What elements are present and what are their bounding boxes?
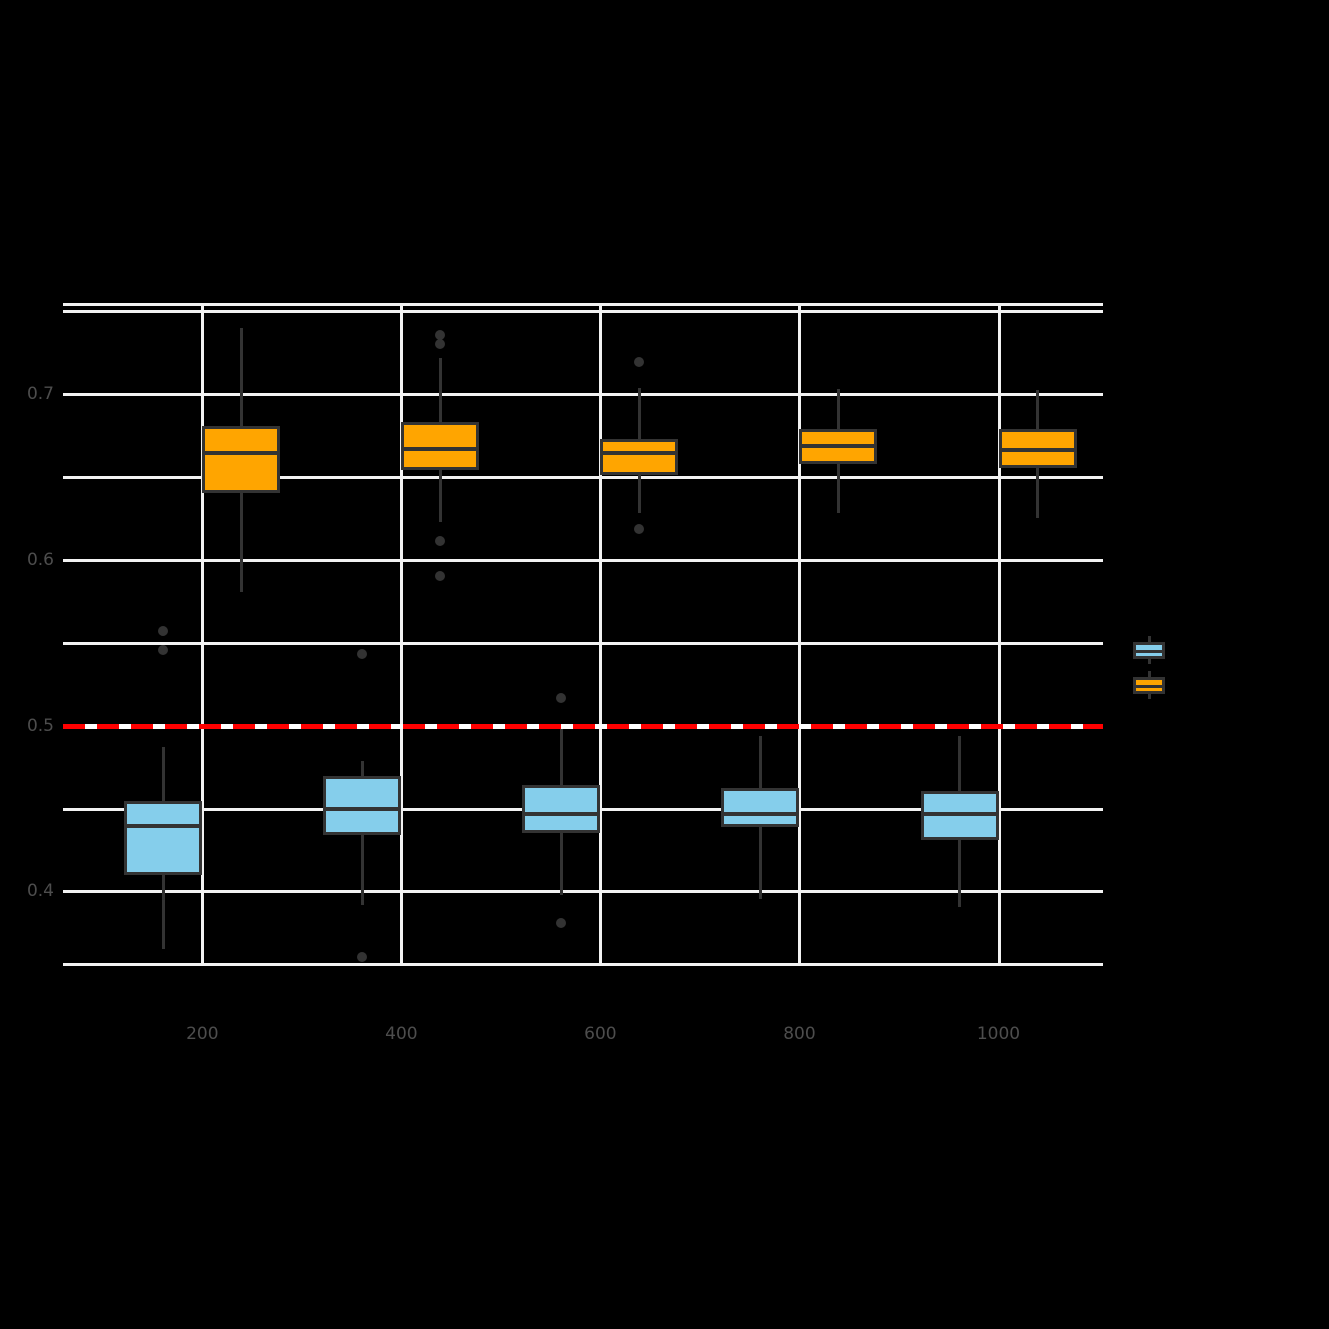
x-tick-label-400: 400 bbox=[385, 1024, 418, 1044]
y-tick-label-0.5: 0.5 bbox=[26, 715, 54, 736]
median-line bbox=[721, 811, 800, 816]
x-tick-label-200: 200 bbox=[186, 1024, 219, 1044]
box-series-orange-600 bbox=[600, 438, 679, 475]
y-tick-label-0.7: 0.7 bbox=[26, 384, 54, 405]
plot-bottom-border bbox=[63, 963, 1103, 966]
outlier-point bbox=[158, 645, 169, 656]
outlier-point bbox=[435, 339, 446, 350]
median-line bbox=[998, 447, 1077, 452]
median-line bbox=[522, 812, 601, 817]
gridline-x-400 bbox=[400, 303, 404, 966]
gridline-x-600 bbox=[599, 303, 603, 966]
gridline-x-800 bbox=[798, 303, 802, 966]
gridline-y-0.6 bbox=[63, 558, 1103, 562]
median-line bbox=[799, 443, 878, 448]
y-tick-label-0.6: 0.6 bbox=[26, 549, 54, 570]
plot-top-border bbox=[63, 303, 1103, 306]
y-tick-label-0.4: 0.4 bbox=[26, 881, 54, 902]
outlier-point bbox=[556, 917, 567, 928]
gridline-y-0.75 bbox=[63, 310, 1103, 314]
median-line bbox=[124, 823, 203, 828]
median-line bbox=[600, 451, 679, 455]
legend[interactable] bbox=[1125, 632, 1205, 712]
x-tick-label-800: 800 bbox=[783, 1024, 816, 1044]
legend-median-series-orange bbox=[1133, 685, 1165, 688]
outlier-point bbox=[634, 356, 645, 367]
reference-line-0.5 bbox=[63, 723, 1103, 729]
median-line bbox=[401, 446, 480, 451]
gridline-y-0.55 bbox=[63, 641, 1103, 645]
outlier-point bbox=[357, 951, 368, 962]
gridline-y-0.7 bbox=[63, 393, 1103, 397]
box-series-orange-400 bbox=[401, 421, 480, 470]
box-series-blue-200 bbox=[124, 801, 203, 875]
median-line bbox=[920, 812, 999, 817]
outlier-point bbox=[435, 570, 446, 581]
box-series-blue-800 bbox=[721, 787, 800, 827]
median-line bbox=[323, 807, 402, 812]
gridline-y-0.65 bbox=[63, 476, 1103, 480]
box-series-orange-200 bbox=[202, 426, 281, 493]
outlier-point bbox=[435, 535, 446, 546]
outlier-point bbox=[556, 693, 567, 704]
outlier-point bbox=[435, 330, 446, 341]
outlier-point bbox=[634, 524, 645, 535]
median-line bbox=[202, 451, 281, 455]
plot-area bbox=[63, 303, 1103, 966]
gridline-x-1000 bbox=[997, 303, 1001, 966]
legend-median-series-blue bbox=[1133, 650, 1165, 653]
x-tick-label-600: 600 bbox=[584, 1024, 617, 1044]
gridline-y-0.4 bbox=[63, 890, 1103, 894]
outlier-point bbox=[357, 649, 368, 660]
outlier-point bbox=[158, 626, 169, 637]
box-series-blue-400 bbox=[323, 776, 402, 836]
gridline-x-200 bbox=[201, 303, 205, 966]
x-tick-label-1000: 1000 bbox=[976, 1024, 1021, 1044]
box-series-blue-600 bbox=[522, 784, 601, 834]
